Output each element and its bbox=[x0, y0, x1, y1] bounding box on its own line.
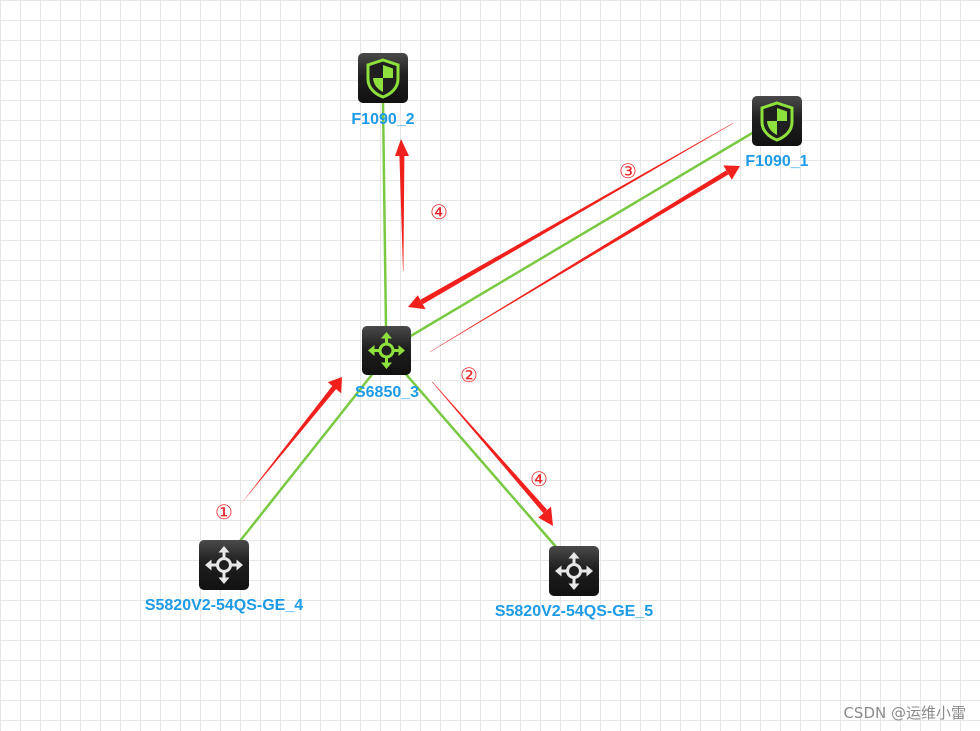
node-s5820-5[interactable]: S5820V2-54QS-GE_5 bbox=[495, 546, 653, 620]
node-f1090-1[interactable]: F1090_1 bbox=[745, 96, 809, 170]
flow-arrow-step-4-down bbox=[432, 381, 548, 514]
step-label-3: ③ bbox=[619, 159, 637, 183]
node-label-f1090-1: F1090_1 bbox=[745, 153, 808, 170]
node-label-s6850-3: S6850_3 bbox=[355, 384, 419, 401]
flow-arrow-step-4-down-head bbox=[538, 506, 553, 526]
firewall-shield-icon bbox=[752, 96, 802, 146]
flow-arrow-step-4-up bbox=[399, 155, 405, 271]
flow-arrow-step-1-head bbox=[327, 377, 342, 394]
link-s6850-3-to-f1090-1[interactable] bbox=[408, 130, 755, 339]
link-s6850-3-to-f1090-2[interactable] bbox=[381, 102, 388, 329]
step-label-4b: ④ bbox=[530, 467, 548, 491]
flow-arrow-step-3 bbox=[420, 123, 734, 305]
flow-arrow-step-2-head bbox=[723, 165, 740, 180]
node-label-s5820-5: S5820V2-54QS-GE_5 bbox=[495, 603, 653, 620]
access-switch-icon bbox=[199, 540, 249, 590]
firewall-shield-icon bbox=[358, 53, 408, 103]
flow-arrows-layer bbox=[240, 123, 740, 526]
core-switch-icon bbox=[362, 326, 411, 375]
watermark: CSDN @运维小雷 bbox=[843, 704, 966, 722]
node-s6850-3[interactable]: S6850_3 bbox=[355, 326, 419, 401]
step-labels-layer: ① ② ③ ④ ④ bbox=[215, 159, 637, 524]
link-s6850-3-to-s5820-4[interactable] bbox=[239, 371, 375, 542]
node-label-f1090-2: F1090_2 bbox=[351, 111, 414, 128]
flow-arrow-step-3-head bbox=[408, 295, 426, 310]
step-label-2: ② bbox=[460, 363, 478, 387]
node-s5820-4[interactable]: S5820V2-54QS-GE_4 bbox=[145, 540, 303, 614]
node-label-s5820-4: S5820V2-54QS-GE_4 bbox=[145, 597, 303, 614]
flow-arrow-step-4-up-head bbox=[395, 139, 409, 156]
step-label-4a: ④ bbox=[430, 200, 448, 224]
flow-arrow-step-2 bbox=[429, 170, 729, 352]
node-f1090-2[interactable]: F1090_2 bbox=[351, 53, 415, 128]
links-layer bbox=[239, 102, 755, 549]
access-switch-icon bbox=[549, 546, 599, 596]
step-label-1: ① bbox=[215, 500, 233, 524]
link-s6850-3-to-s5820-5[interactable] bbox=[403, 371, 558, 549]
flow-arrow-step-1 bbox=[240, 384, 337, 505]
